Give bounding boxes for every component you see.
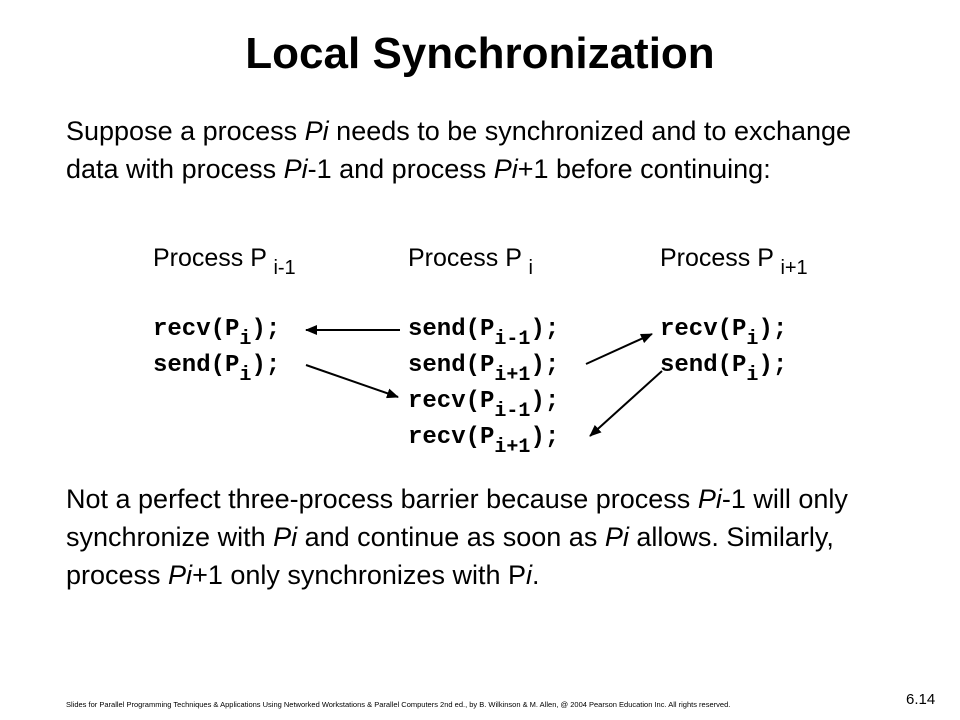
arrow-prev-send-to-current bbox=[305, 364, 399, 399]
code-prev-send: send(Pi); bbox=[153, 352, 281, 387]
code-current-recv-prev: recv(Pi-1); bbox=[408, 388, 560, 423]
process-header-next: Process P i+1 bbox=[660, 244, 808, 279]
arrow-send-to-next bbox=[585, 333, 653, 365]
slide-title: Local Synchronization bbox=[245, 29, 715, 78]
intro-paragraph: Suppose a process Pi needs to be synchro… bbox=[66, 116, 852, 184]
code-next-recv: recv(Pi); bbox=[660, 316, 788, 351]
conclusion-paragraph: Not a perfect three-process barrier beca… bbox=[66, 484, 848, 590]
footer-copyright: Slides for Parallel Programming Techniqu… bbox=[66, 700, 731, 709]
process-header-current: Process P i bbox=[408, 244, 533, 279]
code-current-send-next: send(Pi+1); bbox=[408, 352, 560, 387]
process-header-prev: Process P i-1 bbox=[153, 244, 296, 279]
page-number: 6.14 bbox=[906, 691, 936, 708]
code-current-recv-next: recv(Pi+1); bbox=[408, 424, 560, 459]
arrow-next-send-to-current bbox=[589, 370, 663, 437]
code-prev-recv: recv(Pi); bbox=[153, 316, 281, 351]
code-current-send-prev: send(Pi-1); bbox=[408, 316, 560, 351]
code-next-send: send(Pi); bbox=[660, 352, 788, 387]
